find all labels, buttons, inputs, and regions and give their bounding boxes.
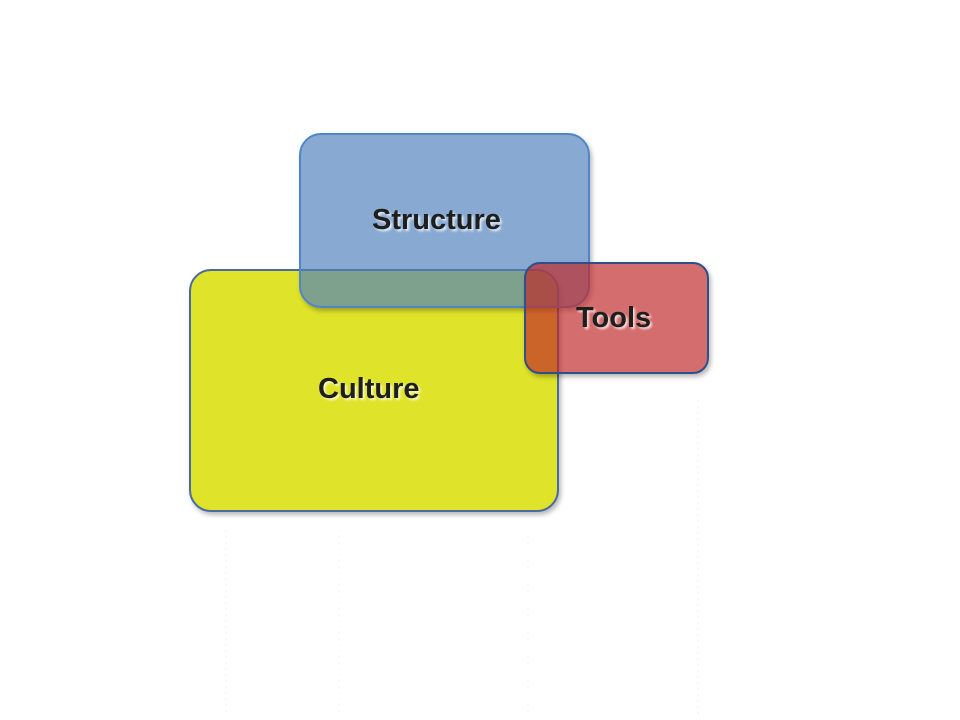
structure-label: Structure	[372, 204, 501, 236]
tools-box	[524, 262, 709, 374]
culture-label: Culture	[318, 373, 420, 405]
tools-label: Tools	[576, 302, 652, 334]
